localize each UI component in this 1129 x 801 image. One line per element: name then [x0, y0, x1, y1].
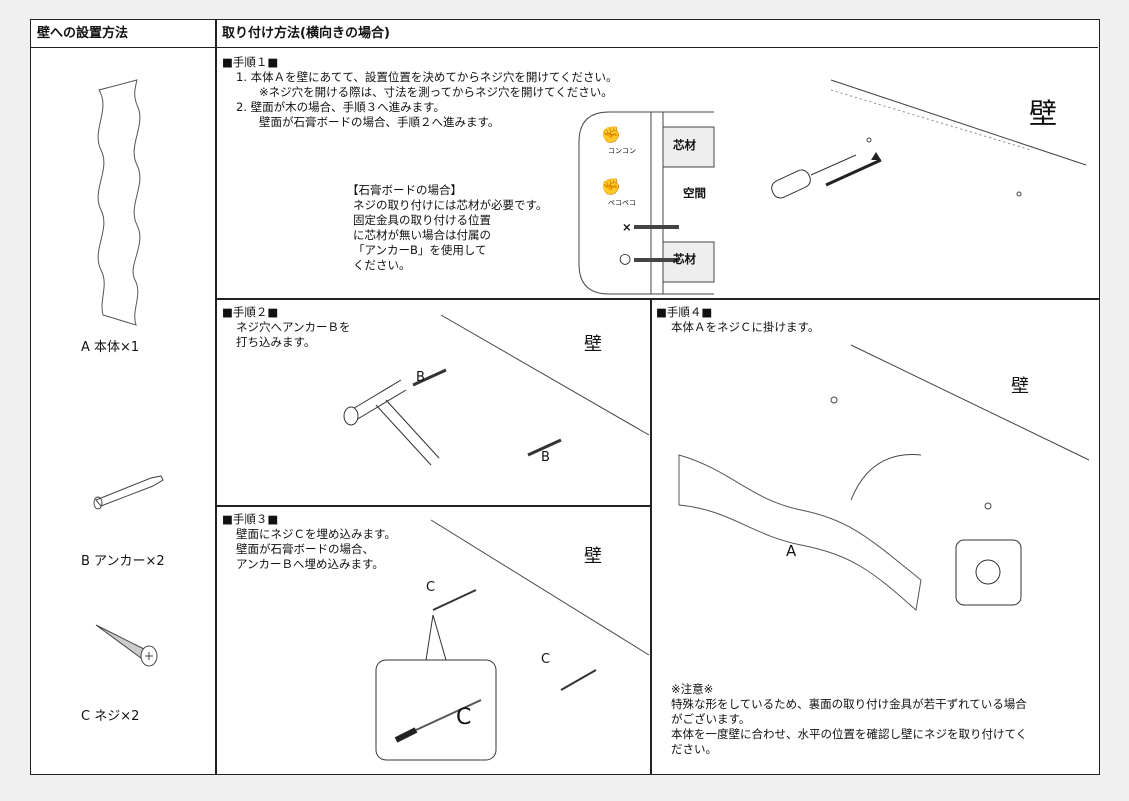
- hang-body-illustration: [678, 344, 1090, 611]
- knock-label: コンコン: [608, 147, 636, 155]
- divider: [216, 505, 651, 507]
- board-note: ネジの取り付けには芯材が必要です。: [353, 198, 548, 212]
- divider: [215, 20, 217, 775]
- screw-c-label: C: [541, 652, 551, 667]
- step2-text: ネジ穴へアンカーＢを: [236, 320, 351, 334]
- note-text: がございます。: [671, 712, 751, 726]
- instruction-sheet: 壁への設置方法 取り付け方法(横向きの場合) A 本体×1 B アンカー×2 C…: [30, 19, 1100, 775]
- part-a-label: A 本体×1: [81, 340, 140, 355]
- screw-wall-illustration: [375, 519, 650, 761]
- step4-title: ■手順４■: [656, 305, 713, 319]
- note-text: ださい。: [671, 742, 717, 756]
- board-note: ください。: [353, 258, 411, 272]
- knock-label: ペコペコ: [608, 199, 636, 207]
- board-note: 固定金具の取り付ける位置: [353, 213, 491, 227]
- space-label: 空間: [683, 186, 706, 200]
- svg-text:✊: ✊: [601, 125, 621, 144]
- header-right: 取り付け方法(横向きの場合): [216, 20, 1098, 48]
- board-note: に芯材が無い場合は付属の: [353, 228, 491, 242]
- step4-text: 本体ＡをネジＣに掛けます。: [671, 320, 820, 334]
- wall-label: 壁: [584, 334, 602, 355]
- step3-text: アンカーＢへ埋め込みます。: [236, 557, 384, 571]
- step3-text: 壁面にネジＣを埋め込みます。: [236, 527, 396, 541]
- wall-label: 壁: [1011, 376, 1029, 397]
- mirror-body-illustration: [97, 79, 141, 326]
- core-label: 芯材: [673, 252, 696, 266]
- step1-text: 1. 本体Ａを壁にあてて、設置位置を決めてからネジ穴を開けてください。: [236, 70, 618, 84]
- board-note-title: 【石膏ボードの場合】: [347, 183, 462, 197]
- ok-mark: ○: [619, 251, 632, 267]
- step1-text: 2. 壁面が木の場合、手順３へ進みます。: [236, 100, 445, 114]
- wall-label: 壁: [1029, 97, 1058, 130]
- ng-mark: ×: [622, 220, 632, 234]
- step2-text: 打ち込みます。: [236, 335, 316, 349]
- step1-text: ※ネジ穴を開ける際は、寸法を測ってからネジ穴を開けてください。: [259, 85, 613, 99]
- step1-title: ■手順１■: [222, 55, 279, 69]
- drill-wall-illustration: [771, 79, 1087, 199]
- wall-label: 壁: [584, 546, 602, 567]
- part-c-label: C ネジ×2: [81, 709, 140, 724]
- anchor-b-label: B: [416, 370, 425, 385]
- anchor-icon: [93, 475, 164, 510]
- step1-text: 壁面が石膏ボードの場合、手順２へ進みます。: [259, 115, 500, 129]
- note-text: 本体を一度壁に合わせ、水平の位置を確認し壁にネジを取り付けてく: [671, 727, 1028, 741]
- wall-cross-section-illustration: ✊✊: [578, 111, 715, 295]
- note-title: ※注意※: [671, 682, 714, 696]
- screw-icon: [95, 624, 158, 667]
- body-a-label: A: [786, 542, 797, 560]
- part-b-label: B アンカー×2: [81, 554, 165, 569]
- header-left: 壁への設置方法: [31, 20, 216, 48]
- step3-title: ■手順３■: [222, 512, 279, 526]
- screw-c-label-large: C: [456, 705, 472, 730]
- note-text: 特殊な形をしているため、裏面の取り付け金具が若干ずれている場合: [671, 697, 1027, 711]
- divider: [650, 298, 652, 775]
- svg-text:✊: ✊: [601, 177, 621, 196]
- anchor-b-label: B: [541, 450, 550, 465]
- divider: [216, 298, 1099, 300]
- step2-title: ■手順２■: [222, 305, 279, 319]
- board-note: 「アンカーB」を使用して: [353, 243, 487, 257]
- screw-c-label: C: [426, 580, 436, 595]
- anchor-hammer-illustration: [343, 314, 650, 466]
- core-label: 芯材: [673, 138, 696, 152]
- step3-text: 壁面が石膏ボードの場合、: [236, 542, 374, 556]
